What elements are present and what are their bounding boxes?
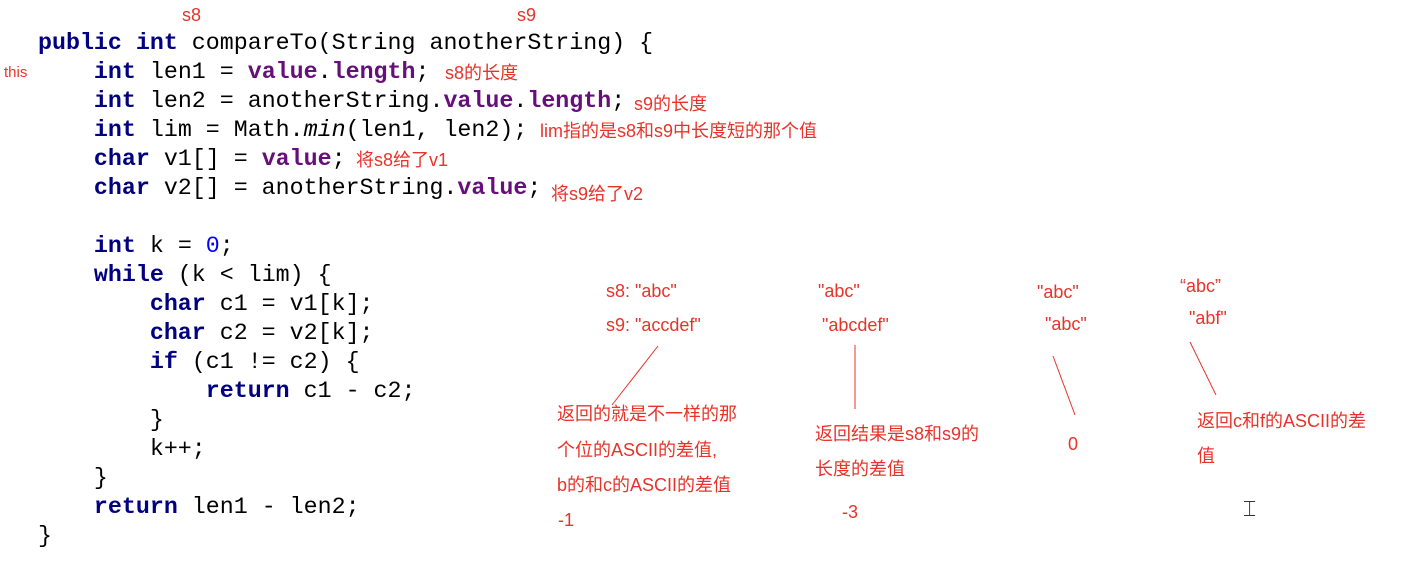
v2-note: 将s9给了v2	[551, 184, 644, 204]
code-token: ;	[415, 59, 430, 85]
case2-s9: "abcdef"	[822, 315, 889, 335]
code-token: len2 = anotherString.	[135, 88, 444, 114]
code-token: }	[38, 465, 108, 491]
code-token: 0	[205, 233, 220, 259]
code-token: char	[149, 320, 206, 346]
code-token: ;	[611, 88, 626, 114]
code-token: (len1, len2);	[345, 117, 528, 143]
len2-note: s9的长度	[634, 94, 708, 114]
code-token: char	[149, 291, 206, 317]
code-token: if	[149, 349, 178, 375]
code-line: return c1 - c2;	[38, 377, 653, 406]
case2-result: -3	[842, 502, 859, 522]
code-token: return	[93, 494, 178, 520]
code-line: }	[38, 464, 653, 493]
code-token: }	[38, 407, 164, 433]
code-token: int	[93, 117, 136, 143]
code-line: while (k < lim) {	[38, 261, 653, 290]
len1-note: s8的长度	[445, 63, 519, 83]
case2-desc1: 返回结果是s8和s9的	[815, 424, 980, 444]
label-s9: s9	[517, 5, 537, 25]
code-line: k++;	[38, 435, 653, 464]
code-token: value	[261, 146, 332, 172]
code-token: ;	[331, 146, 346, 172]
code-line: if (c1 != c2) {	[38, 348, 653, 377]
case4-desc2: 值	[1197, 446, 1215, 466]
code-token: v1[] =	[149, 146, 262, 172]
case1-s8: s8: "abc"	[606, 281, 677, 301]
code-token: (c1 != c2) {	[177, 349, 360, 375]
case1-result: -1	[558, 510, 575, 530]
code-token: ;	[219, 233, 234, 259]
lim-note: lim指的是s8和s9中长度短的那个值	[540, 121, 818, 141]
code-token: c1 = v1[k];	[205, 291, 374, 317]
code-token: c2 = v2[k];	[205, 320, 374, 346]
case1-s9: s9: "accdef"	[606, 315, 701, 335]
pointer-line-4	[1189, 341, 1217, 396]
code-token: int	[93, 59, 136, 85]
code-token: len1 - len2;	[177, 494, 360, 520]
code-token: ;	[527, 175, 542, 201]
code-token: compareTo(String anotherString) {	[191, 30, 654, 56]
code-token: while	[93, 262, 164, 288]
v1-note: 将s8给了v1	[356, 150, 449, 170]
code-line: int lim = Math.min(len1, len2);	[38, 116, 653, 145]
code-line: return len1 - len2;	[38, 493, 653, 522]
code-line: char c2 = v2[k];	[38, 319, 653, 348]
code-line: int k = 0;	[38, 232, 653, 261]
case2-s8: "abc"	[818, 281, 860, 301]
code-token: (k < lim) {	[163, 262, 332, 288]
case3-s8: "abc"	[1037, 282, 1079, 302]
code-token: public int	[38, 30, 192, 56]
code-token: v2[] = anotherString.	[149, 175, 458, 201]
code-line: public int compareTo(String anotherStrin…	[38, 29, 653, 58]
code-line: char v1[] = value;	[38, 145, 653, 174]
code-token: length	[527, 88, 612, 114]
code-token: value	[457, 175, 528, 201]
label-s8: s8	[182, 5, 202, 25]
case4-s9: "abf"	[1189, 308, 1227, 328]
case2-desc2: 长度的差值	[815, 459, 905, 479]
code-line: char v2[] = anotherString.value;	[38, 174, 653, 203]
case4-desc1: 返回c和f的ASCII的差	[1197, 411, 1367, 431]
code-token: len1 =	[135, 59, 248, 85]
code-token: value	[247, 59, 318, 85]
case4-s8: “abc”	[1180, 276, 1222, 296]
code-line: }	[38, 522, 653, 551]
code-block: public int compareTo(String anotherStrin…	[38, 29, 653, 551]
code-token: k =	[135, 233, 206, 259]
text-cursor-icon: ⌶	[1243, 497, 1257, 522]
code-token: lim = Math.	[135, 117, 304, 143]
label-this: this	[4, 64, 28, 81]
code-token: return	[205, 378, 290, 404]
code-line: int len2 = anotherString.value.length;	[38, 87, 653, 116]
case3-s9: "abc"	[1045, 314, 1087, 334]
pointer-line-3	[1052, 355, 1076, 416]
code-token: k++;	[38, 436, 206, 462]
code-token: }	[38, 523, 52, 549]
code-token: .	[317, 59, 332, 85]
case3-result: 0	[1068, 434, 1079, 454]
case1-desc2: 个位的ASCII的差值,	[557, 440, 718, 460]
code-line: char c1 = v1[k];	[38, 290, 653, 319]
code-line: }	[38, 406, 653, 435]
pointer-line-1	[611, 345, 659, 406]
code-token: int	[93, 233, 136, 259]
case1-desc1: 返回的就是不一样的那	[557, 404, 737, 424]
code-token: char	[93, 175, 150, 201]
code-token: char	[93, 146, 150, 172]
code-token: .	[513, 88, 528, 114]
code-token: int	[93, 88, 136, 114]
code-token: min	[303, 117, 346, 143]
code-token: length	[331, 59, 416, 85]
code-line: int len1 = value.length;	[38, 58, 653, 87]
code-token: c1 - c2;	[289, 378, 416, 404]
case1-desc3: b的和c的ASCII的差值	[557, 475, 732, 495]
code-token: value	[443, 88, 514, 114]
